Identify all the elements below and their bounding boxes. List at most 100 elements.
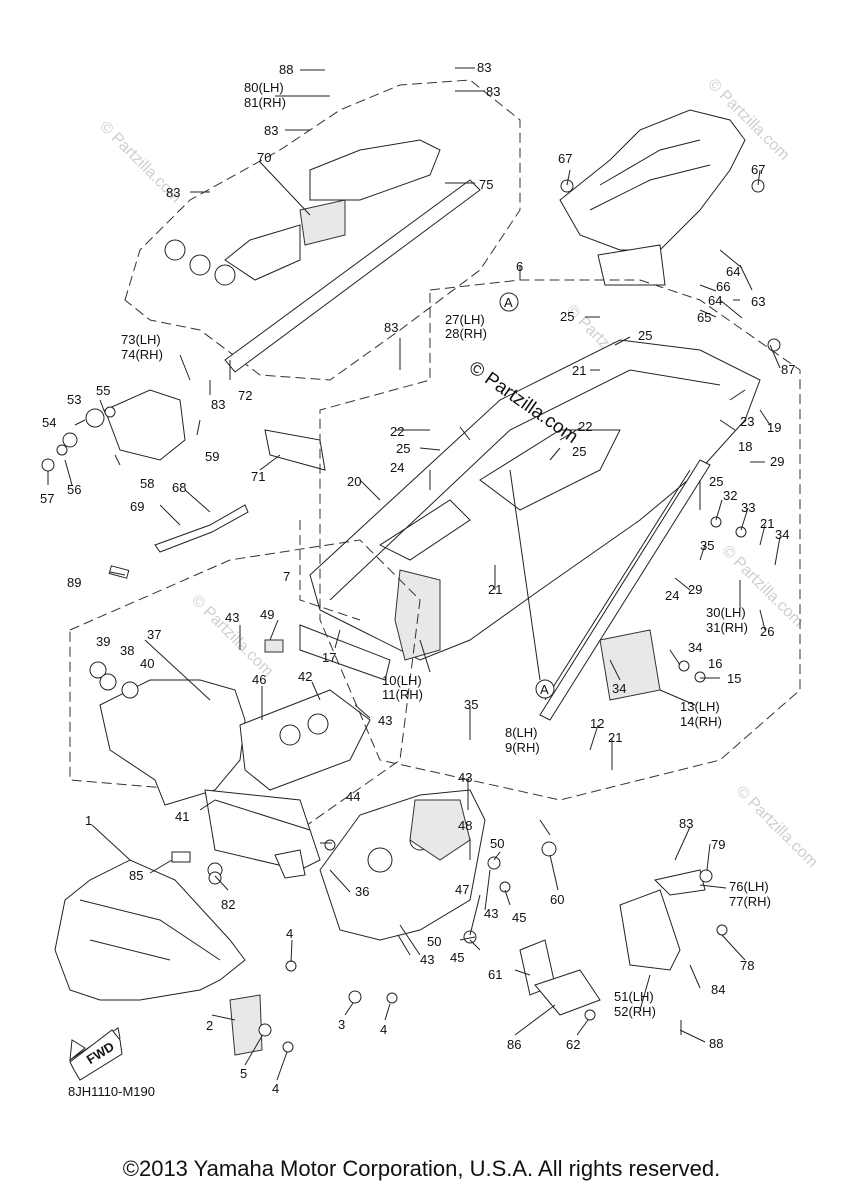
callout-86: 86: [507, 1037, 521, 1052]
callout-27: 27(LH): [445, 312, 485, 327]
front-plate: [519, 939, 601, 1016]
callout-79: 79: [711, 837, 725, 852]
callout-43: 43: [458, 770, 472, 785]
callout-32: 32: [723, 488, 737, 503]
callout-56: 56: [67, 482, 81, 497]
callout-30: 30(LH): [706, 605, 746, 620]
callout-53: 53: [67, 392, 81, 407]
tunnel-frame: [299, 339, 761, 701]
callout-29: 29: [770, 454, 784, 469]
callout-55: 55: [96, 383, 110, 398]
callout-4: 4: [380, 1022, 387, 1037]
callout-39: 39: [96, 634, 110, 649]
reference-A-bottom: A: [535, 679, 555, 699]
callout-12: 12: [590, 716, 604, 731]
callout-64: 64: [726, 264, 740, 279]
callout-17: 17: [322, 650, 336, 665]
callout-61: 61: [488, 967, 502, 982]
callout-42: 42: [298, 669, 312, 684]
callout-43: 43: [484, 906, 498, 921]
ref-label: A: [540, 682, 549, 697]
callout-49: 49: [260, 607, 274, 622]
callout-5: 5: [240, 1066, 247, 1081]
callout-83: 83: [211, 397, 225, 412]
callout-21: 21: [572, 363, 586, 378]
callout-6: 6: [516, 259, 523, 274]
callout-54: 54: [42, 415, 56, 430]
callout-83: 83: [384, 320, 398, 335]
callout-1: 1: [85, 813, 92, 828]
watermark-text: © Partzilla.com: [188, 592, 276, 680]
callout-labels: 1 2 3 4 4 4 5 6 7 8(LH) 9(RH) 10(LH) 11(…: [40, 60, 795, 1096]
callout-45: 45: [512, 910, 526, 925]
callout-46: 46: [252, 672, 266, 687]
copyright-notice: ©2013 Yamaha Motor Corporation, U.S.A. A…: [122, 1156, 721, 1181]
callout-85: 85: [129, 868, 143, 883]
callout-21: 21: [608, 730, 622, 745]
callout-25: 25: [638, 328, 652, 343]
callout-69: 69: [130, 499, 144, 514]
callout-22: 22: [390, 424, 404, 439]
reference-A-top: A: [499, 292, 519, 312]
watermark-text: © Partzilla.com: [733, 783, 821, 871]
callout-60: 60: [550, 892, 564, 907]
callout-83: 83: [264, 123, 278, 138]
leader-lines: [47, 67, 781, 1081]
callout-77: 77(RH): [729, 894, 771, 909]
callout-25: 25: [396, 441, 410, 456]
seat-assembly: [124, 79, 521, 381]
callout-35: 35: [700, 538, 714, 553]
callout-83: 83: [486, 84, 500, 99]
front-panel-zone: [69, 539, 421, 831]
callout-20: 20: [347, 474, 361, 489]
callout-51: 51(LH): [614, 989, 654, 1004]
callout-19: 19: [767, 420, 781, 435]
callout-83: 83: [166, 185, 180, 200]
callout-36: 36: [355, 884, 369, 899]
callout-2: 2: [206, 1018, 213, 1033]
callout-4: 4: [286, 926, 293, 941]
callout-15: 15: [727, 671, 741, 686]
callout-89: 89: [67, 575, 81, 590]
callout-18: 18: [738, 439, 752, 454]
diagram-code: 8JH1110-M190: [68, 1084, 155, 1099]
callout-3: 3: [338, 1017, 345, 1032]
callout-11: 11(RH): [382, 687, 423, 702]
callout-34: 34: [612, 681, 626, 696]
callout-41: 41: [175, 809, 189, 824]
callout-78: 78: [740, 958, 754, 973]
callout-59: 59: [205, 449, 219, 464]
callout-88: 88: [279, 62, 293, 77]
zone-6-outline: [319, 279, 801, 801]
callout-45: 45: [450, 950, 464, 965]
callout-38: 38: [120, 643, 134, 658]
callout-22: 22: [578, 419, 592, 434]
callout-34: 34: [775, 527, 789, 542]
callout-67: 67: [558, 151, 572, 166]
callout-71: 71: [251, 469, 265, 484]
callout-83: 83: [679, 816, 693, 831]
slide-rail: [539, 459, 711, 721]
callout-73: 73(LH): [121, 332, 161, 347]
callout-63: 63: [751, 294, 765, 309]
callout-43: 43: [420, 952, 434, 967]
callout-13: 13(LH): [680, 699, 720, 714]
callout-82: 82: [221, 897, 235, 912]
footrest-bracket: [619, 869, 706, 971]
callout-43: 43: [225, 610, 239, 625]
ref-label: A: [504, 295, 513, 310]
callout-65: 65: [697, 310, 711, 325]
callout-9: 9(RH): [505, 740, 540, 755]
callout-52: 52(RH): [614, 1004, 656, 1019]
callout-50: 50: [427, 934, 441, 949]
callout-24: 24: [665, 588, 679, 603]
callout-47: 47: [455, 882, 469, 897]
callout-34: 34: [688, 640, 702, 655]
callout-10: 10(LH): [382, 673, 422, 688]
callout-72: 72: [238, 388, 252, 403]
callout-28: 28(RH): [445, 326, 487, 341]
callout-84: 84: [711, 982, 725, 997]
exploded-parts-diagram: © Partzilla.com © Partzilla.com © Partzi…: [40, 60, 821, 1099]
callout-88: 88: [709, 1036, 723, 1051]
front-frame: [54, 851, 263, 1056]
